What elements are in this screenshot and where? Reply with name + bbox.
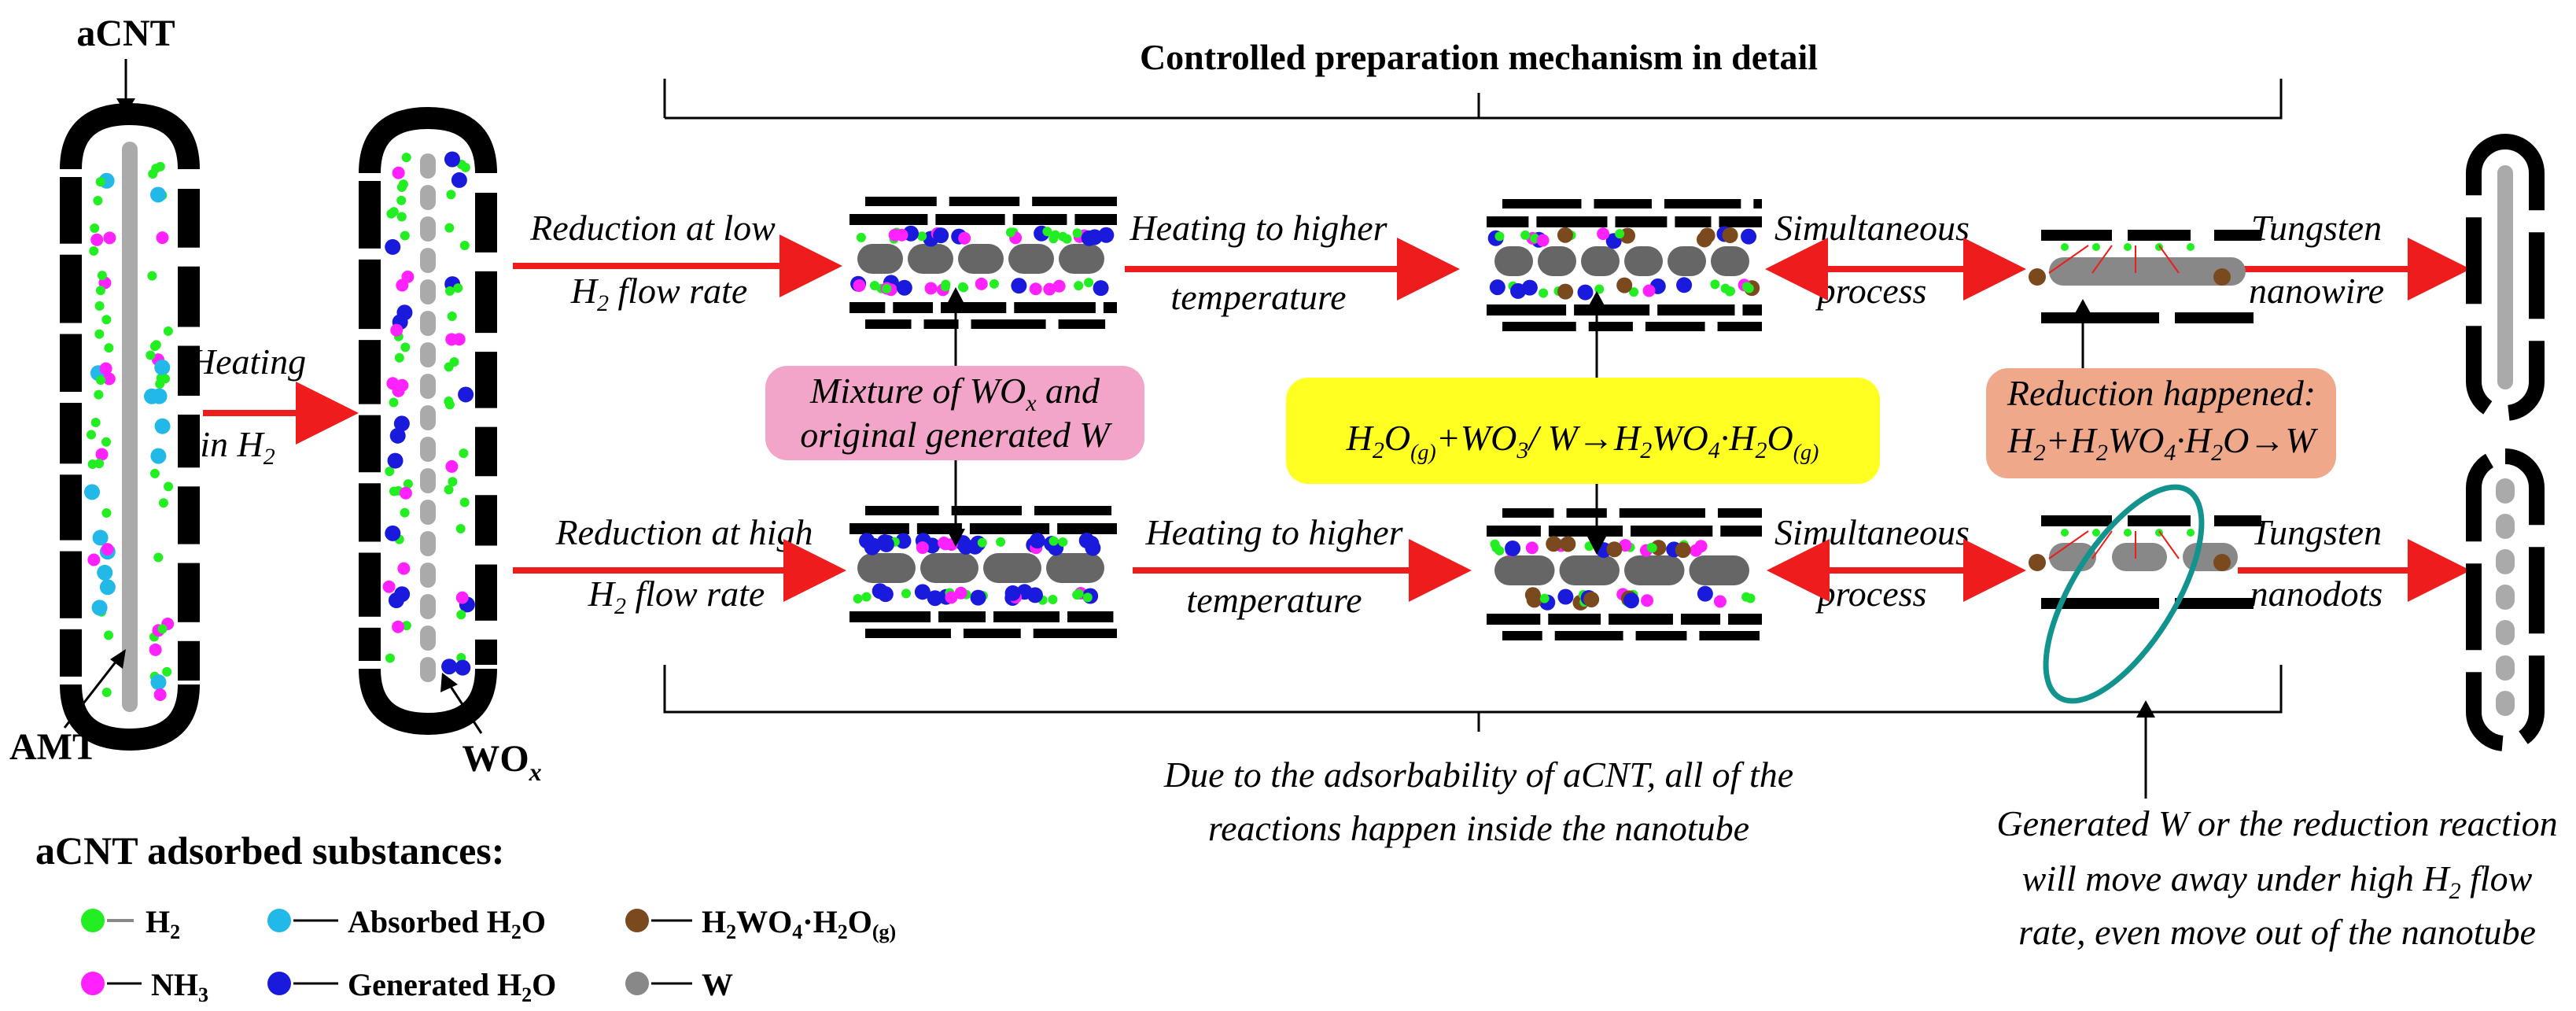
- right-note-line2: will move away under high H2 flow: [2022, 858, 2533, 904]
- diagram-title: Controlled preparation mechanism in deta…: [1140, 37, 1818, 77]
- legend-item-w: W: [625, 967, 733, 1002]
- wox-tube: [359, 106, 497, 736]
- cross-section-low-2: [1487, 199, 1762, 331]
- wox-label: WOx: [462, 738, 541, 786]
- svg-text:H2: H2: [146, 904, 180, 943]
- pink-box-line1: Mixture of WOx and: [809, 371, 1100, 416]
- teal-highlight-ellipse: [2043, 484, 2205, 704]
- heating-higher-top-1: Heating to higher: [1129, 208, 1388, 248]
- orange-box-line1: Reduction happened:: [2007, 373, 2316, 413]
- acnt-label: aCNT: [76, 13, 175, 54]
- amt-pointer-arrow: [63, 656, 121, 729]
- yellow-box-equation: H2O(g)+WO3/ W→H2WO4·H2O(g): [1346, 418, 1819, 465]
- yellow-box: [1286, 378, 1880, 484]
- right-note-line3: rate, even move out of the nanotube: [2018, 912, 2536, 952]
- bottom-note-line1: Due to the adsorbability of aCNT, all of…: [1163, 755, 1793, 795]
- legend-item-absorbed-h2o: Absorbed H2O: [267, 904, 546, 943]
- heating-higher-bottom-1: Heating to higher: [1144, 512, 1403, 552]
- legend-generated-h2o-dot: [267, 972, 291, 995]
- legend-title: aCNT adsorbed substances:: [35, 828, 504, 873]
- legend-h2-dot: [81, 909, 105, 932]
- svg-text:NH3: NH3: [151, 967, 208, 1006]
- cross-section-low-1: [849, 197, 1117, 329]
- legend-item-h2: H2: [81, 904, 180, 943]
- svg-text:W: W: [702, 967, 733, 1002]
- legend-item-nh3: NH3: [81, 967, 208, 1006]
- pink-box: [765, 366, 1144, 460]
- pink-box-line2: original generated W: [800, 415, 1112, 455]
- legend-nh3-dot: [81, 972, 105, 995]
- bottom-note-line2: reactions happen inside the nanotube: [1208, 808, 1749, 848]
- svg-text:Absorbed H2O: Absorbed H2O: [348, 904, 546, 943]
- wox-pointer-arrow: [447, 682, 483, 734]
- simultaneous-top-2: process: [1815, 271, 1927, 311]
- cross-section-high-2: [1487, 508, 1762, 640]
- right-note-line1: Generated W or the reduction reaction: [1996, 803, 2557, 843]
- legend-item-h2wo4: H2WO4·H2O(g): [625, 904, 896, 943]
- simultaneous-top-1: Simultaneous: [1774, 208, 1970, 248]
- legend-h2wo4-dot: [625, 909, 649, 932]
- simultaneous-bottom-2: process: [1815, 574, 1927, 614]
- reduction-high-label-1: Reduction at high: [555, 512, 813, 552]
- tungsten-nanodots-product: [2466, 448, 2545, 751]
- mechanism-frame: [663, 79, 2283, 732]
- orange-box-equation: H2+H2WO4·H2O→W: [2007, 420, 2318, 466]
- heating-label-line2: in H2: [200, 424, 275, 470]
- acnt-amt-tube: [60, 102, 200, 751]
- orange-box: [1986, 368, 2336, 478]
- cross-section-low-3: [2029, 230, 2261, 323]
- tungsten-nanowire-product: [2466, 134, 2545, 421]
- svg-text:H2WO4·H2O(g): H2WO4·H2O(g): [702, 904, 896, 943]
- amt-label: AMT: [9, 726, 98, 768]
- reduction-high-label-2: H2 flow rate: [588, 574, 765, 619]
- reduction-low-label-2: H2 flow rate: [570, 271, 748, 316]
- legend-absorbed-h2o-dot: [267, 909, 291, 932]
- tungsten-nanodots-2: nanodots: [2250, 574, 2383, 614]
- cross-section-high-1: [849, 506, 1117, 638]
- heating-label-line1: Heating: [189, 341, 306, 382]
- tungsten-nanowire-2: nanowire: [2249, 271, 2384, 311]
- heating-higher-top-2: temperature: [1170, 277, 1346, 317]
- tungsten-nanodots-1: Tungsten: [2251, 512, 2382, 552]
- reduction-low-label-1: Reduction at low: [529, 208, 776, 248]
- legend-item-generated-h2o: Generated H2O: [267, 967, 556, 1006]
- simultaneous-bottom-1: Simultaneous: [1774, 512, 1970, 552]
- svg-text:Generated H2O: Generated H2O: [348, 967, 556, 1006]
- tungsten-nanowire-1: Tungsten: [2251, 208, 2382, 248]
- legend-w-dot: [625, 972, 649, 995]
- heating-higher-bottom-2: temperature: [1186, 580, 1362, 620]
